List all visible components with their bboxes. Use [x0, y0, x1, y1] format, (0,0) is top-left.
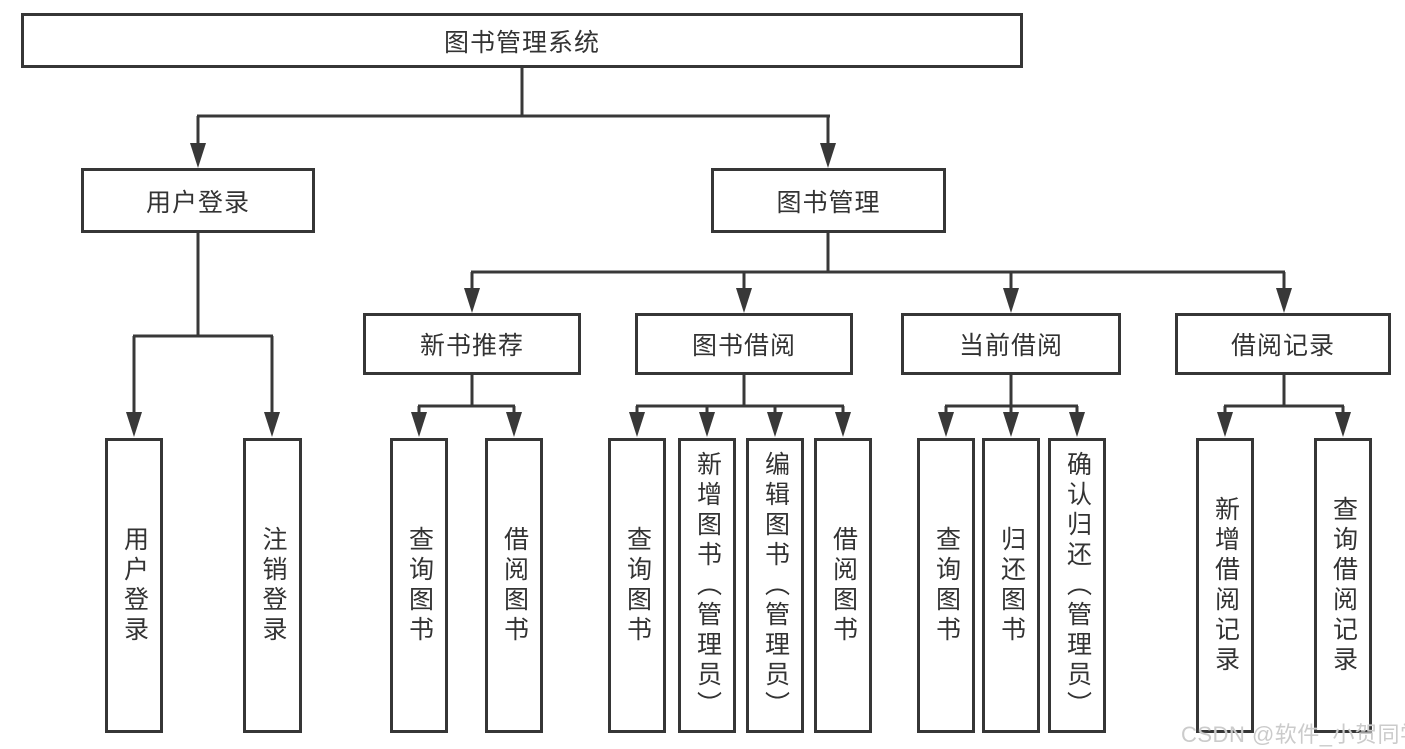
node-leaf-borrow-book-borrow: 借阅图书 — [814, 438, 872, 733]
node-leaf-return-book-label: 归还图书 — [997, 525, 1026, 646]
node-leaf-query-borrow-record-label: 查询借阅记录 — [1329, 495, 1358, 676]
node-leaf-edit-book-admin: 编辑图书（管理员） — [746, 438, 804, 733]
node-book-borrow-label: 图书借阅 — [691, 332, 796, 360]
node-leaf-add-book-admin-label: 新增图书（管理员） — [693, 450, 722, 721]
node-leaf-borrow-book-rec: 借阅图书 — [485, 438, 543, 733]
arrowhead-icon — [1335, 412, 1351, 437]
node-leaf-user-login: 用户登录 — [105, 438, 163, 733]
node-leaf-borrow-book-rec-label: 借阅图书 — [500, 525, 529, 646]
connector-currentborrow-to-leaves — [944, 375, 1079, 415]
node-leaf-confirm-return-admin: 确认归还（管理员） — [1048, 438, 1106, 733]
node-book-mgmt: 图书管理 — [711, 168, 946, 233]
connector-borrowrecords-to-leaves — [1223, 375, 1345, 415]
connector-userlogin-to-leaves — [132, 232, 274, 415]
node-new-book-rec: 新书推荐 — [363, 313, 581, 375]
arrowhead-icon — [629, 412, 645, 437]
node-leaf-confirm-return-admin-label: 确认归还（管理员） — [1063, 450, 1092, 721]
node-leaf-query-book-borrow: 查询图书 — [608, 438, 666, 733]
arrowhead-icon — [1003, 412, 1019, 437]
arrowhead-icon — [264, 412, 280, 437]
arrowhead-icon — [699, 412, 715, 437]
connector-bookborrow-to-leaves — [635, 375, 845, 415]
connector-group — [132, 68, 1345, 415]
node-leaf-query-book-rec: 查询图书 — [390, 438, 448, 733]
node-leaf-user-login-label: 用户登录 — [120, 525, 149, 646]
connector-newbookrec-to-leaves — [417, 375, 516, 415]
node-leaf-logout-label: 注销登录 — [259, 525, 287, 646]
node-leaf-query-book-current: 查询图书 — [917, 438, 975, 733]
node-root: 图书管理系统 — [21, 13, 1023, 68]
connector-root-to-level2 — [196, 68, 830, 146]
node-leaf-add-book-admin: 新增图书（管理员） — [678, 438, 736, 733]
connector-bookmgmt-to-level3 — [470, 232, 1286, 291]
watermark: CSDN @软件_小贺同学 — [1181, 722, 1405, 747]
node-borrow-records: 借阅记录 — [1175, 313, 1391, 375]
arrowheads — [126, 143, 1351, 437]
node-leaf-return-book: 归还图书 — [982, 438, 1040, 733]
node-leaf-query-book-current-label: 查询图书 — [932, 525, 961, 646]
node-user-login: 用户登录 — [81, 168, 315, 233]
node-book-borrow: 图书借阅 — [635, 313, 853, 375]
node-root-label: 图书管理系统 — [443, 28, 600, 57]
node-current-borrow: 当前借阅 — [901, 313, 1121, 375]
node-leaf-add-borrow-record-label: 新增借阅记录 — [1211, 495, 1240, 676]
arrowhead-icon — [506, 412, 522, 437]
arrowhead-icon — [464, 288, 480, 313]
arrowhead-icon — [190, 143, 206, 168]
node-leaf-query-book-rec-label: 查询图书 — [405, 525, 434, 646]
arrowhead-icon — [1069, 412, 1085, 437]
node-borrow-records-label: 借阅记录 — [1230, 332, 1335, 360]
arrowhead-icon — [411, 412, 427, 437]
arrowhead-icon — [1217, 412, 1233, 437]
arrowhead-icon — [1003, 288, 1019, 313]
arrowhead-icon — [938, 412, 954, 437]
node-leaf-edit-book-admin-label: 编辑图书（管理员） — [761, 450, 790, 721]
node-new-book-rec-label: 新书推荐 — [419, 332, 524, 360]
node-user-login-label: 用户登录 — [145, 188, 250, 217]
node-leaf-borrow-book-borrow-label: 借阅图书 — [829, 525, 858, 646]
arrowhead-icon — [1276, 288, 1292, 313]
arrowhead-icon — [767, 412, 783, 437]
node-leaf-logout: 注销登录 — [243, 438, 302, 733]
node-leaf-query-book-borrow-label: 查询图书 — [623, 525, 652, 646]
node-current-borrow-label: 当前借阅 — [958, 332, 1063, 360]
node-leaf-query-borrow-record: 查询借阅记录 — [1314, 438, 1372, 733]
arrowhead-icon — [835, 412, 851, 437]
node-leaf-add-borrow-record: 新增借阅记录 — [1196, 438, 1254, 733]
node-book-mgmt-label: 图书管理 — [776, 188, 881, 217]
arrowhead-icon — [126, 412, 142, 437]
arrowhead-icon — [820, 143, 836, 168]
arrowhead-icon — [736, 288, 752, 313]
